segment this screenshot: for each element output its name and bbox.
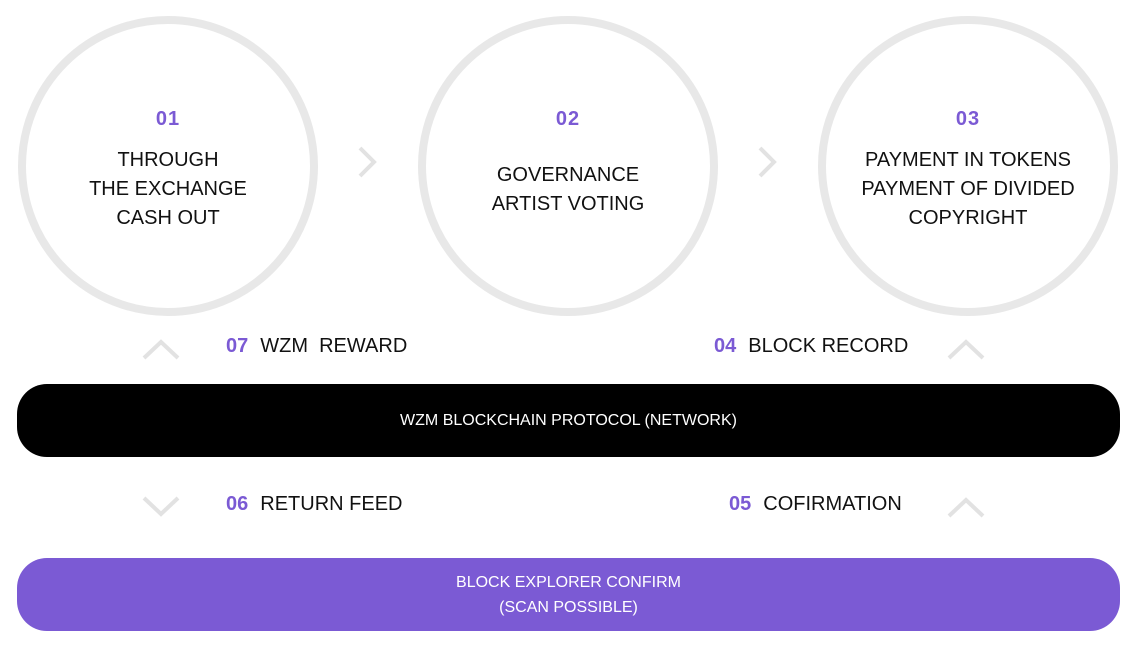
explorer-bar-line2: (SCAN POSSIBLE) bbox=[499, 598, 638, 616]
step-label: COFIRMATION bbox=[763, 493, 902, 515]
chevron-up-icon bbox=[142, 339, 180, 360]
protocol-bar-label: WZM BLOCKCHAIN PROTOCOL (NETWORK) bbox=[400, 411, 737, 429]
step-circle-03: 03 PAYMENT IN TOKENS PAYMENT OF DIVIDED … bbox=[818, 16, 1118, 316]
step-label: WZM REWARD bbox=[260, 335, 408, 357]
step-text-line: PAYMENT IN TOKENS bbox=[865, 149, 1071, 171]
step-number: 01 bbox=[155, 108, 181, 130]
step-05: 05 COFIRMATION bbox=[729, 493, 902, 516]
chevron-up-icon bbox=[947, 497, 985, 518]
step-number: 02 bbox=[555, 108, 581, 130]
step-number: 04 bbox=[714, 335, 737, 357]
step-text-line: PAYMENT OF DIVIDED bbox=[861, 178, 1075, 200]
step-number: 07 bbox=[226, 335, 249, 357]
protocol-bar: WZM BLOCKCHAIN PROTOCOL (NETWORK) bbox=[17, 384, 1120, 457]
step-text: THROUGH THE EXCHANGE CASH OUT bbox=[26, 146, 310, 233]
step-06: 06 RETURN FEED bbox=[226, 493, 402, 516]
chevron-down-icon bbox=[142, 496, 180, 517]
step-number: 05 bbox=[729, 493, 752, 515]
step-text-line: CASH OUT bbox=[116, 207, 220, 229]
explorer-bar: BLOCK EXPLORER CONFIRM (SCAN POSSIBLE) bbox=[17, 558, 1120, 631]
chevron-right-icon bbox=[358, 146, 377, 178]
step-number: 06 bbox=[226, 493, 249, 515]
step-circle-01: 01 THROUGH THE EXCHANGE CASH OUT bbox=[18, 16, 318, 316]
chevron-up-icon bbox=[947, 339, 985, 360]
step-number: 03 bbox=[955, 108, 981, 130]
explorer-bar-line1: BLOCK EXPLORER CONFIRM bbox=[456, 573, 681, 591]
step-04: 04 BLOCK RECORD bbox=[714, 335, 908, 358]
step-circle-02: 02 GOVERNANCE ARTIST VOTING bbox=[418, 16, 718, 316]
step-text-line: THE EXCHANGE bbox=[89, 178, 247, 200]
step-07: 07 WZM REWARD bbox=[226, 335, 407, 358]
step-text: GOVERNANCE ARTIST VOTING bbox=[426, 161, 710, 219]
step-text: PAYMENT IN TOKENS PAYMENT OF DIVIDED COP… bbox=[826, 146, 1110, 233]
step-text-line: ARTIST VOTING bbox=[491, 193, 645, 215]
step-text-line: GOVERNANCE bbox=[496, 164, 640, 186]
step-text-line: COPYRIGHT bbox=[908, 207, 1028, 229]
step-label: RETURN FEED bbox=[260, 493, 403, 515]
step-text-line: THROUGH bbox=[117, 149, 219, 171]
chevron-right-icon bbox=[758, 146, 777, 178]
step-label: BLOCK RECORD bbox=[748, 335, 909, 357]
